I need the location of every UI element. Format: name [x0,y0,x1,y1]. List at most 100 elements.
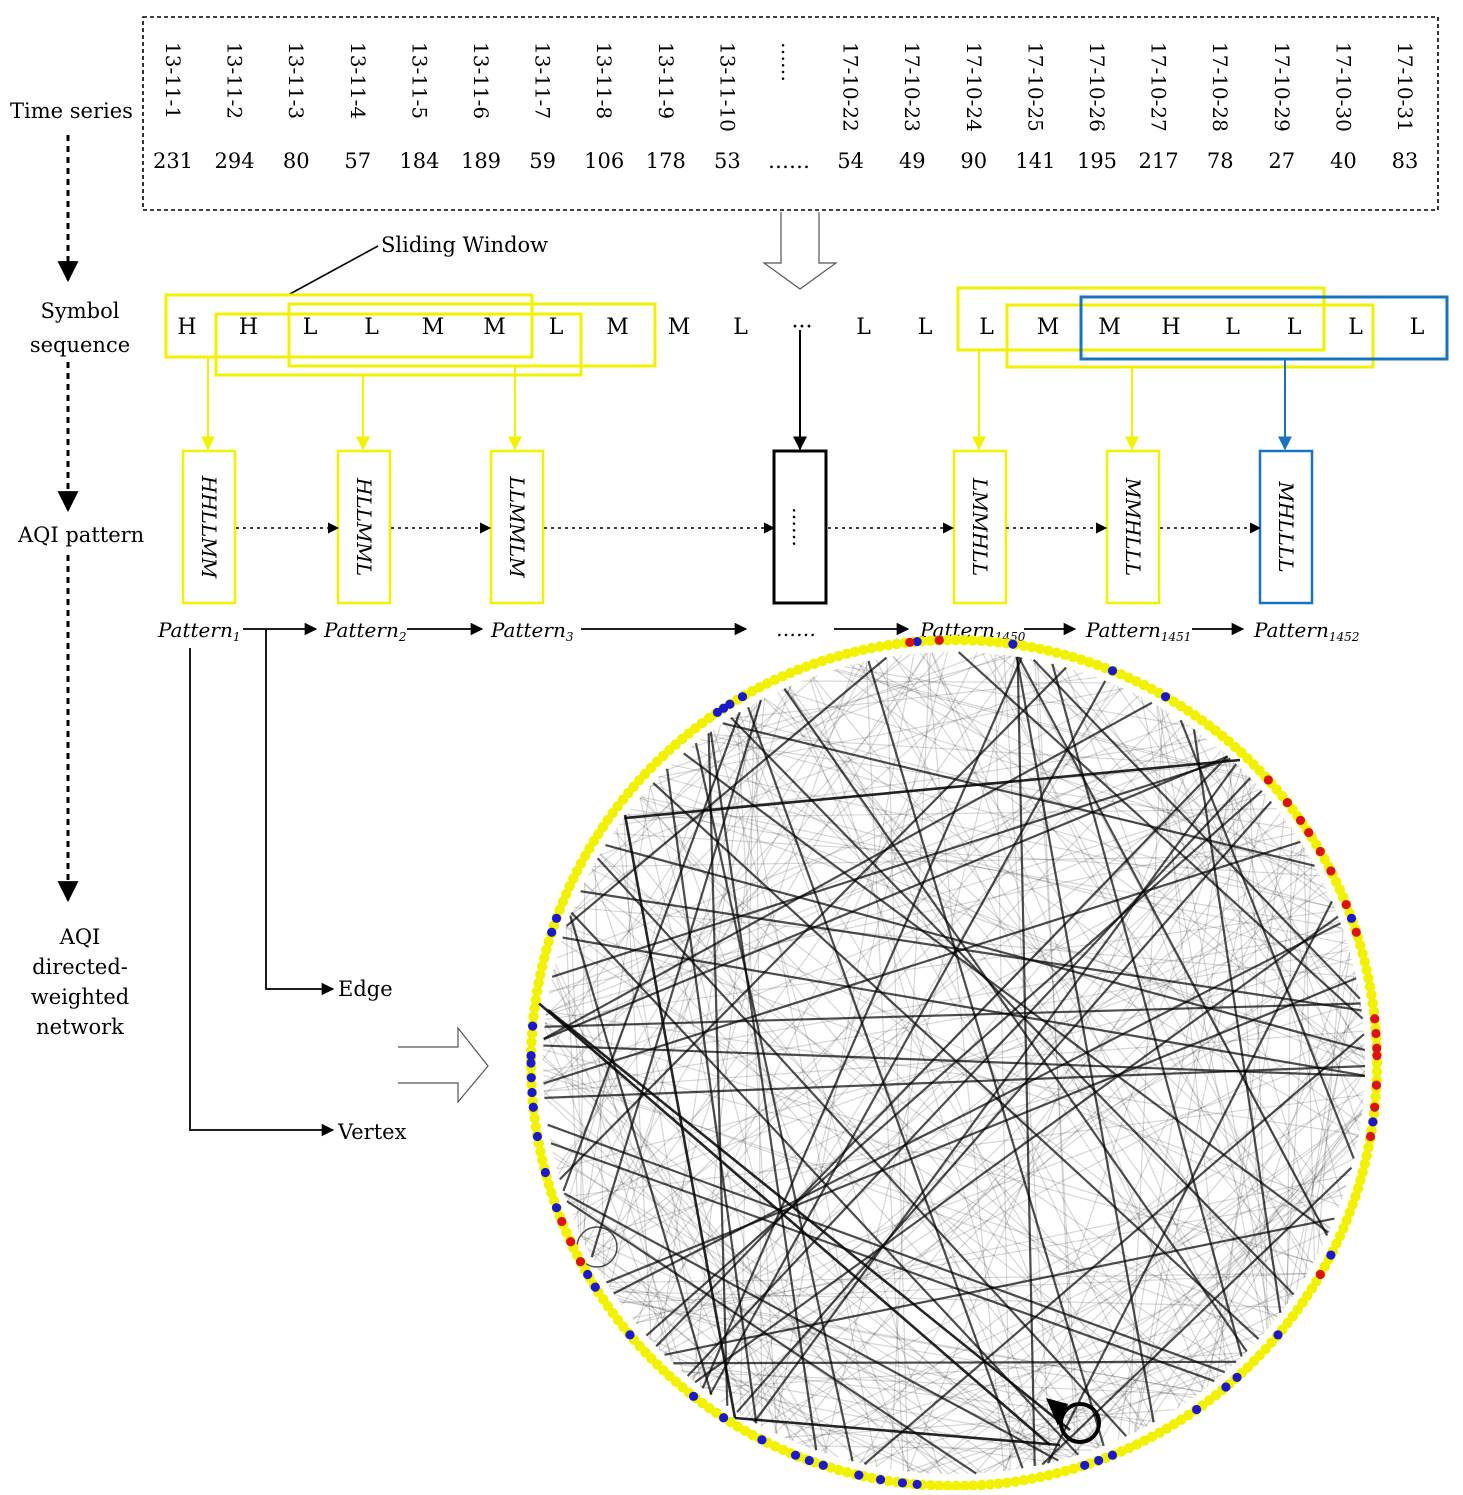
time-series-value: 90 [960,149,987,173]
sliding-window-pointer [287,245,379,296]
symbol-char: M [1037,315,1060,340]
time-series-date: 13-11-7 [531,42,555,119]
symbol-char: H [177,315,196,340]
time-series-value: 80 [283,149,310,173]
time-series-date: 17-10-29 [1270,42,1294,132]
pattern-code: HHLLMM [197,475,221,579]
time-series-value: 78 [1207,149,1234,173]
symbol-char: L [303,315,318,340]
edge-label: Edge [338,977,393,1001]
label-network-1: AQI [59,925,101,949]
symbol-char: M [668,315,691,340]
pattern-name: Pattern2 [323,618,406,644]
time-series-value: 294 [215,149,255,173]
hollow-right-arrow [398,1026,489,1104]
time-series-date: 17-10-30 [1331,42,1355,132]
pattern-code: LLMMLM [505,475,529,578]
pattern-box [952,449,1008,605]
pattern-code: MMHLLL [1121,477,1145,576]
time-series-value: 54 [837,149,864,173]
time-series-date: 17-10-28 [1208,42,1232,132]
time-series-value: 49 [899,149,926,173]
time-series-date: 17-10-25 [1023,42,1047,132]
edge-vertex-connectors [189,629,335,1137]
symbol-char: L [856,315,871,340]
symbol-char: M [1098,315,1121,340]
time-series-date: 13-11-5 [407,42,431,119]
symbol-char: L [1287,315,1302,340]
pattern-code: HLLMML [352,477,376,576]
time-series-date: 17-10-31 [1393,42,1417,132]
label-symbol-sequence-2: sequence [30,333,130,357]
symbol-char: L [364,315,379,340]
label-symbol-sequence-1: Symbol [41,299,120,323]
time-series-date: 17-10-24 [962,42,986,132]
window-to-pattern-arrows [201,330,1292,451]
time-series-date: 13-11-10 [715,42,739,132]
network-edges [534,651,1366,1475]
label-network-4: network [36,1015,124,1039]
vertex-label: Vertex [337,1120,407,1144]
symbol-char: L [979,315,994,340]
time-series-date: …… [777,42,801,82]
sliding-window-label: Sliding Window [381,233,548,257]
time-series-value: 59 [529,149,556,173]
pattern-code: …… [788,507,812,547]
time-series-date: 17-10-23 [900,42,924,132]
time-series-date: 13-11-6 [469,42,493,119]
label-aqi-pattern: AQI pattern [17,523,144,547]
pattern-boxes: HHLLMM HLLMML LLMMLM …… LMMHLL MMHLLL MHLLLL [181,449,1314,605]
pattern-code: MHLLLL [1274,480,1298,572]
pattern-name: Pattern1452 [1253,618,1359,644]
time-series-value: 53 [714,149,741,173]
symbol-char: H [239,315,258,340]
hollow-down-arrow [762,212,838,290]
pattern-box [181,449,237,605]
time-series-value: 195 [1077,149,1117,173]
symbol-char: ··· [792,315,813,340]
pattern-code: LMMHLL [968,477,992,576]
time-series-date: 13-11-4 [346,42,370,119]
pattern-box [489,449,545,605]
symbol-char: H [1161,315,1180,340]
time-series-box [142,16,1439,211]
pattern-box [772,449,828,605]
time-series-value: 106 [584,149,624,173]
time-series-value: 189 [461,149,501,173]
time-series-value: 57 [344,149,371,173]
time-series-value: 83 [1392,149,1419,173]
self-loop-arrowhead [1046,1398,1068,1426]
symbol-char: L [733,315,748,340]
time-series-date: 13-11-9 [654,42,678,119]
time-series-date: 13-11-2 [223,42,247,119]
time-series-date: 13-11-3 [284,42,308,119]
symbol-char: M [422,315,445,340]
self-loop [1059,1402,1101,1444]
time-series-value: 184 [399,149,439,173]
pattern-ellipsis: …… [776,617,816,641]
time-series-value: 217 [1139,149,1179,173]
symbol-char: L [1225,315,1240,340]
label-network-2: directed- [32,955,128,979]
time-series-date: 17-10-26 [1085,42,1109,132]
time-series-value: 40 [1330,149,1357,173]
label-network-3: weighted [31,985,129,1009]
pattern-box [1105,449,1161,605]
label-time-series: Time series [10,99,133,123]
time-series-value: 141 [1015,149,1055,173]
time-series-date: 17-10-27 [1147,42,1171,132]
pattern-name: Pattern3 [490,618,574,644]
time-series-date: 13-11-1 [161,42,185,119]
network-nodes [525,634,1383,1492]
symbol-char: L [1410,315,1425,340]
symbol-char: L [918,315,933,340]
time-series-date: 17-10-22 [839,42,863,132]
symbol-char: L [1348,315,1363,340]
network-graph [525,634,1383,1492]
symbol-char: M [606,315,629,340]
time-series-value: …… [768,149,810,173]
pattern-name: Pattern1451 [1085,618,1191,644]
